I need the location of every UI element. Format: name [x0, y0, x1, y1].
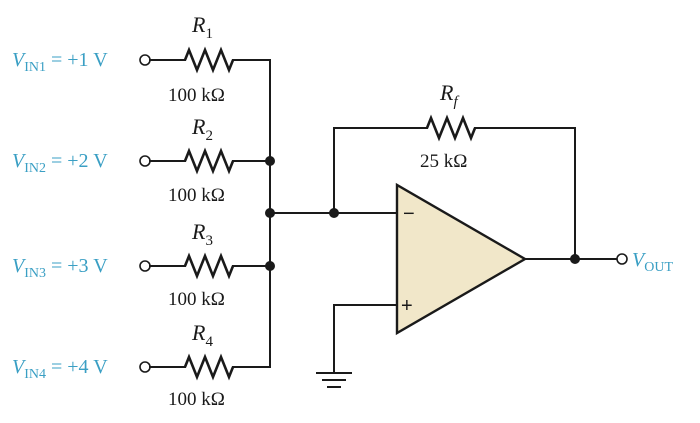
noninverting-input-sign: + [401, 295, 413, 317]
vin4-value: = +4 V [51, 356, 108, 378]
r2-index: 2 [205, 128, 213, 144]
r1-wire-out [232, 59, 271, 214]
vin2-value: = +2 V [51, 150, 108, 172]
bus-junction-dot [265, 208, 275, 218]
rf-value: 25 kΩ [420, 151, 467, 172]
vin2-label: VIN2 = +2 V [12, 150, 108, 176]
op-amp: − + [395, 182, 528, 336]
op-amp-body [395, 182, 528, 336]
r3-label: R3 [191, 219, 213, 249]
feedback-path: Rf 25 kΩ [333, 80, 576, 260]
rf-label: Rf [439, 80, 459, 110]
r3-resistor [183, 252, 235, 280]
vin4-terminal [139, 361, 151, 373]
input-branch-3: VIN3 = +3 V R3 100 kΩ [12, 219, 275, 310]
r1-letter: R [191, 12, 206, 37]
vin3-value: = +3 V [51, 255, 108, 277]
r4-resistor [183, 353, 235, 381]
input-branch-4: VIN4= +4 V R4 100 kΩ [12, 212, 271, 410]
vin2-symbol: V [12, 150, 27, 172]
vout-label: VOUT [632, 249, 673, 275]
ground-wire [333, 304, 398, 374]
vin1-value: = +1 V [51, 49, 108, 71]
r2-label: R2 [191, 114, 213, 144]
vin1-terminal [139, 54, 151, 66]
output-junction-dot [570, 254, 580, 264]
r4-label: R4 [191, 320, 213, 350]
inverting-input-sign: − [403, 203, 415, 225]
r1-value: 100 kΩ [168, 85, 225, 106]
vin4-label: VIN4 = +4 V [12, 356, 108, 382]
vout-terminal [616, 253, 628, 265]
r4-wire-out [232, 212, 271, 368]
vout-subscript: OUT [644, 260, 673, 275]
feedback-wire-left [333, 127, 428, 214]
r3-value: 100 kΩ [168, 289, 225, 310]
r4-value: 100 kΩ [168, 389, 225, 410]
summing-node [265, 208, 398, 218]
r2-value: 100 kΩ [168, 185, 225, 206]
vin2-subscript: IN2 [24, 161, 46, 176]
r3-letter: R [191, 219, 206, 244]
ground-path [316, 304, 398, 388]
rf-resistor [425, 114, 477, 142]
r2-resistor [183, 147, 235, 175]
feedback-wire-right [474, 127, 576, 260]
rf-letter: R [439, 80, 454, 105]
vin3-label: VIN3 = +3 V [12, 255, 108, 281]
r1-index: 1 [205, 26, 213, 42]
input-branch-2: VIN2 = +2 V R2 100 kΩ [12, 114, 275, 206]
r1-resistor [183, 46, 235, 74]
r4-letter: R [191, 320, 206, 345]
vin4-symbol: V [12, 356, 27, 378]
r2-letter: R [191, 114, 206, 139]
vin3-symbol: V [12, 255, 27, 277]
r4-index: 4 [205, 334, 213, 350]
vin1-subscript: IN1 [24, 60, 46, 75]
vout-symbol: V [632, 249, 647, 271]
vin3-subscript: IN3 [24, 266, 46, 281]
r1-label: R1 [191, 12, 213, 42]
vin1-label: VIN1 = +1 V [12, 49, 108, 75]
vin1-symbol: V [12, 49, 27, 71]
vin4-subscript: IN4 [24, 367, 46, 382]
r3-index: 3 [205, 233, 213, 249]
rf-index: f [453, 94, 459, 110]
r2-junction-dot [265, 156, 275, 166]
output: VOUT [524, 249, 673, 275]
input-branch-1: VIN1= +1 V R1 100 kΩ [12, 12, 271, 214]
vin2-terminal [139, 155, 151, 167]
vin3-terminal [139, 260, 151, 272]
